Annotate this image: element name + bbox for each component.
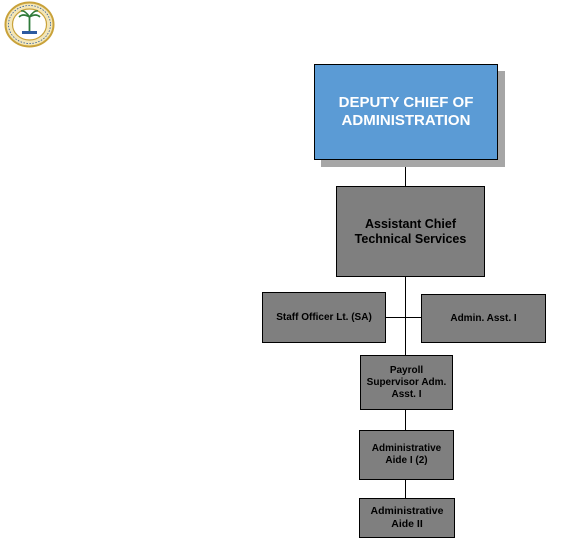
aide-two-box: Administrative Aide II <box>359 498 455 538</box>
city-seal-icon <box>4 1 55 48</box>
staff-officer-box: Staff Officer Lt. (SA) <box>262 292 386 343</box>
connector-aide-one-to-aide-two <box>405 480 406 498</box>
assistant-chief-label: Assistant Chief Technical Services <box>354 216 467 246</box>
deputy-chief-label: DEPUTY CHIEF OF ADMINISTRATION <box>338 94 474 129</box>
connector-staff-to-admin <box>385 317 422 318</box>
deputy-chief-box: DEPUTY CHIEF OF ADMINISTRATION <box>314 64 498 160</box>
connector-head-to-assistant <box>405 160 406 186</box>
payroll-label: Payroll Supervisor Adm. Asst. I <box>366 364 447 400</box>
aide-one-label: Administrative Aide I (2) <box>371 443 442 466</box>
admin-asst-label: Admin. Asst. I <box>450 312 517 324</box>
payroll-box: Payroll Supervisor Adm. Asst. I <box>360 355 453 410</box>
aide-one-box: Administrative Aide I (2) <box>359 430 454 480</box>
staff-officer-label: Staff Officer Lt. (SA) <box>276 311 372 323</box>
assistant-chief-box: Assistant Chief Technical Services <box>336 186 485 277</box>
connector-payroll-to-aide-one <box>405 410 406 430</box>
aide-two-label: Administrative Aide II <box>370 505 444 530</box>
connector-assistant-to-payroll <box>405 277 406 355</box>
admin-asst-box: Admin. Asst. I <box>421 294 546 343</box>
